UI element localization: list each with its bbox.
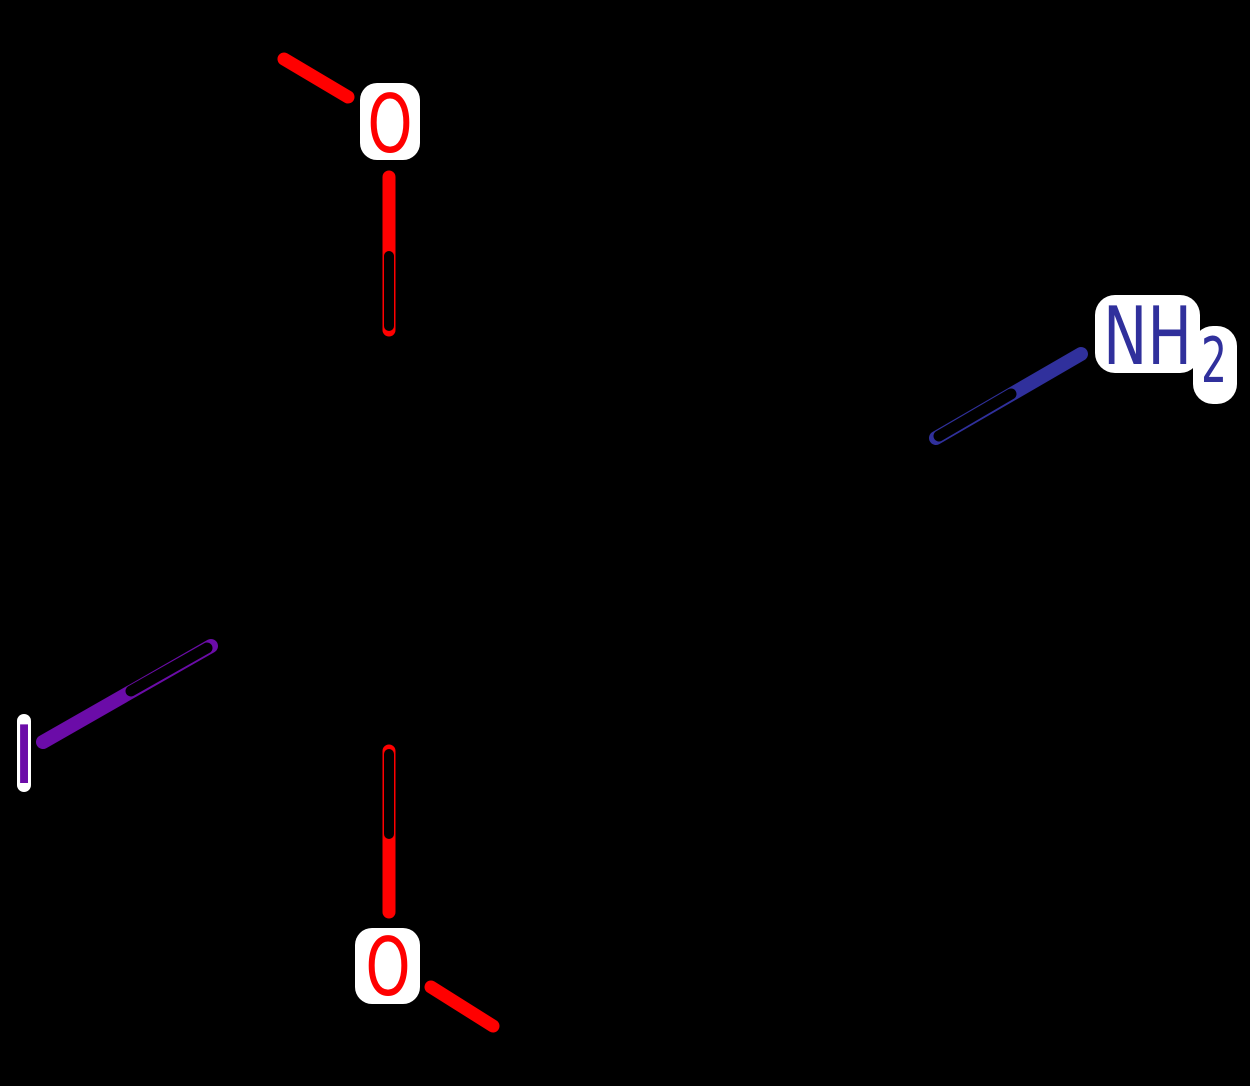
bond-methoxy-top-methyl [277, 52, 355, 104]
amine-subscript-label: 2 [1201, 324, 1227, 397]
oxygen-bottom-label-halo [355, 928, 420, 1004]
amine-subscript-halo [1193, 326, 1237, 404]
oxygen-bottom-label: O [366, 921, 411, 1014]
iodine-label: I [12, 709, 36, 802]
oxygen-top-label-halo [360, 83, 420, 160]
iodine-label-halo [17, 714, 31, 792]
amine-label-halo [1095, 295, 1200, 373]
bond-iodine-carbon-half [125, 642, 213, 697]
bond-amine-carbon-half [933, 388, 1017, 442]
amine-label: NH [1103, 290, 1192, 383]
oxygen-top-label: O [368, 78, 413, 171]
bond-methoxy-bottom-methyl [424, 980, 500, 1033]
